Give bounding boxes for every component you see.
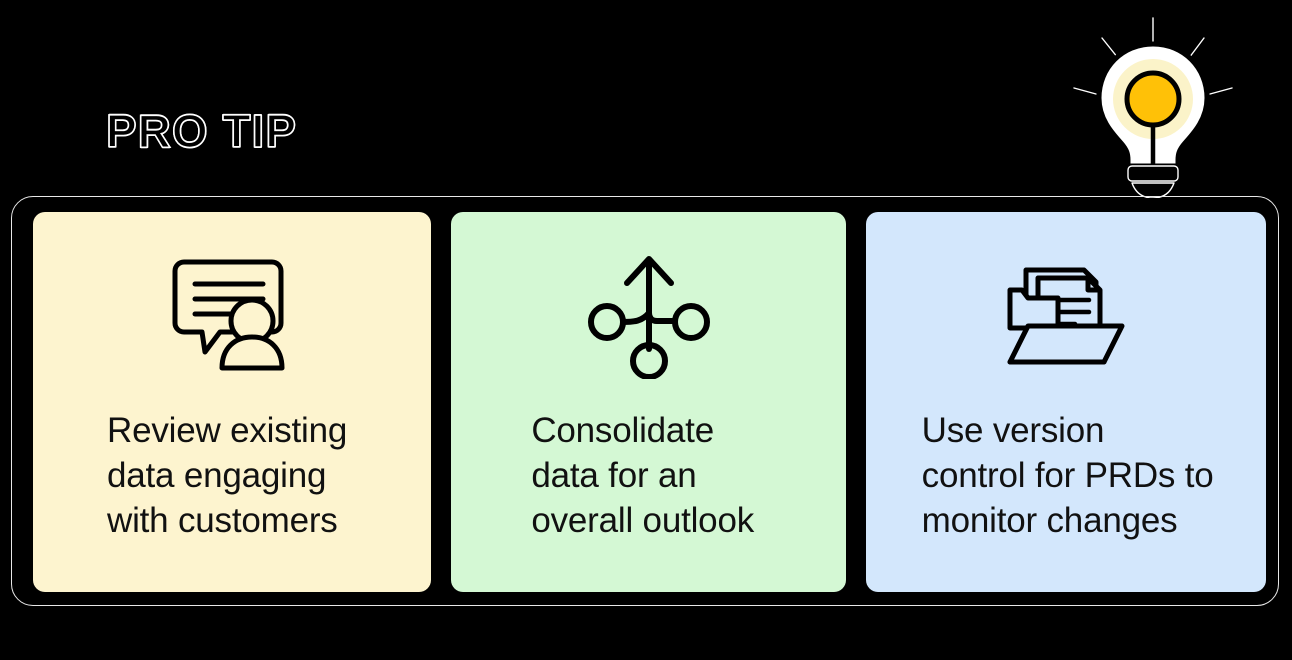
folder-documents-icon [866, 250, 1266, 380]
tip-card-list: Review existing data engaging with custo… [33, 212, 1266, 592]
merge-arrow-icon [451, 250, 845, 380]
page-title: PRO TIP [105, 105, 298, 157]
tip-card-text: Review existing data engaging with custo… [107, 411, 348, 540]
lightbulb-icon [1058, 2, 1258, 198]
tip-card-consolidate-data[interactable]: Consolidate data for an overall outlook [451, 212, 846, 592]
chat-person-icon [33, 250, 431, 380]
tip-card-version-control[interactable]: Use version control for PRDs to monitor … [865, 212, 1266, 592]
tip-card-text: Consolidate data for an overall outlook [531, 411, 755, 540]
tip-card-review-existing-data[interactable]: Review existing data engaging with custo… [33, 212, 432, 592]
tip-card-text: Use version control for PRDs to monitor … [921, 411, 1214, 540]
